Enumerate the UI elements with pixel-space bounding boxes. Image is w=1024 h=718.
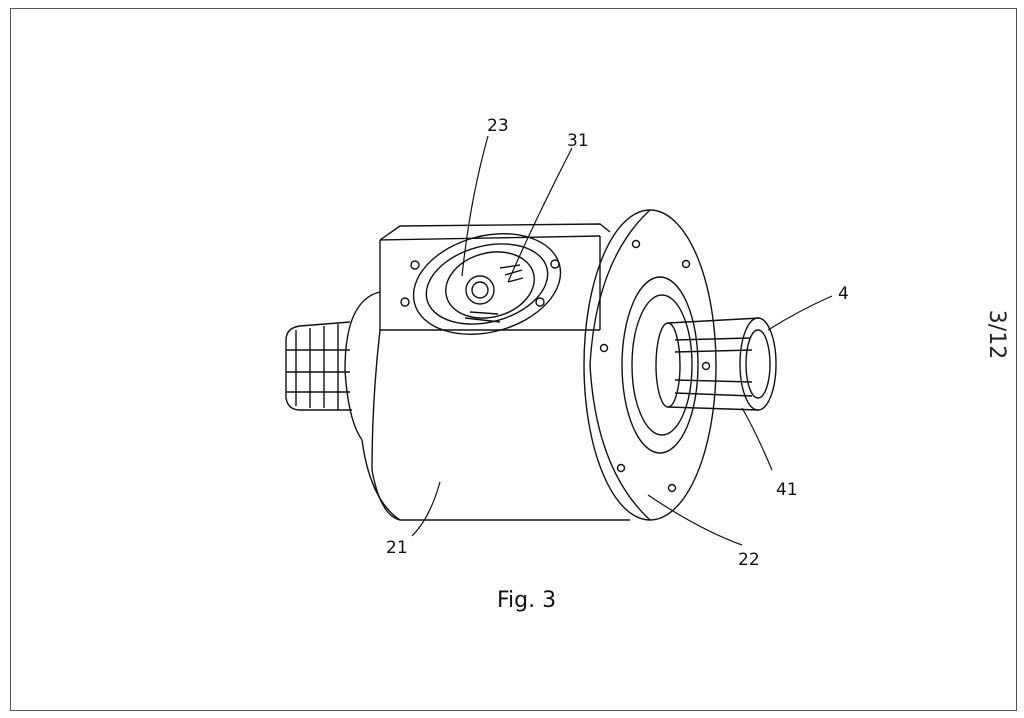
label-41: 41 — [776, 480, 798, 500]
housing — [361, 223, 630, 521]
label-21: 21 — [386, 538, 408, 558]
flange — [583, 209, 717, 521]
label-31: 31 — [567, 131, 589, 151]
housing-opening — [400, 233, 562, 335]
page-border — [10, 8, 1017, 711]
left-shaft — [285, 321, 352, 411]
right-shaft — [655, 317, 777, 411]
label-22: 22 — [738, 550, 760, 570]
leader-lines — [411, 135, 833, 546]
sheet-number: 3/12 — [984, 309, 1010, 360]
label-23: 23 — [487, 116, 509, 136]
label-4: 4 — [838, 284, 849, 304]
figure-caption: Fig. 3 — [497, 588, 557, 613]
left-end-cap — [344, 291, 381, 441]
